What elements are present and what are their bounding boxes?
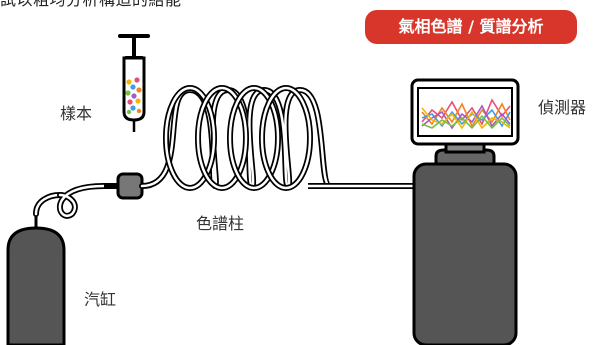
- top-caption: 試以粗均分析構造的結能: [0, 0, 182, 9]
- gas-cylinder: [6, 214, 66, 345]
- column-coil: [139, 85, 333, 191]
- injector-port: [104, 172, 144, 200]
- syringe: [118, 34, 150, 132]
- detector-monitor: [410, 78, 520, 146]
- label-gas-cylinder: 汽缸: [84, 290, 117, 309]
- detector-unit: [412, 140, 518, 345]
- label-detector: 偵測器: [538, 98, 587, 117]
- title-badge: 氣相色譜 / 質譜分析: [365, 10, 577, 44]
- label-sample: 樣本: [60, 104, 93, 123]
- label-column: 色譜柱: [196, 214, 245, 233]
- carrier-gas-tubing: [33, 183, 107, 219]
